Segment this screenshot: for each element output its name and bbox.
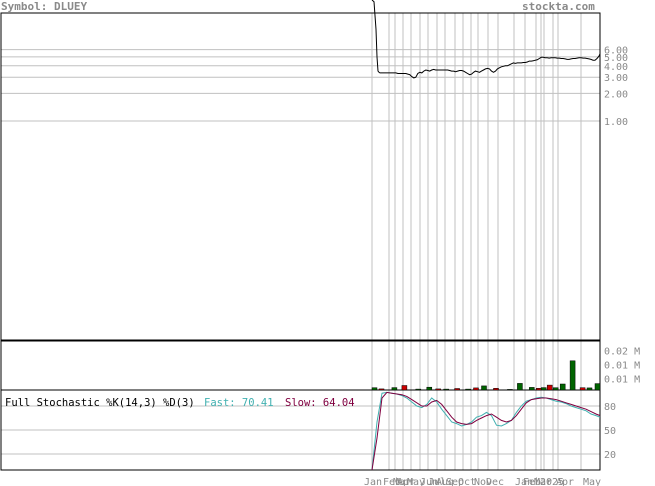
stoch-slow-line [371,391,601,471]
x-axis-label: Jan [364,477,382,486]
volume-bar [454,388,460,391]
x-axis-label: Feb [523,477,541,486]
x-axis-label: Mar [534,477,552,486]
volume-tick-label: 0.02 M [604,346,640,357]
volume-bar [536,388,542,391]
volume-bar [493,388,499,391]
x-axis-label: Mar [393,477,411,486]
price-tick-label: 1.00 [604,117,628,128]
stoch-tick-label: 20 [604,450,616,461]
volume-tick-label: 0.01 M [604,361,640,372]
volume-bar [391,387,398,391]
x-axis-label: Jan [515,477,533,486]
x-axis-label: Nov [474,477,492,486]
stoch-fast-line [371,391,601,471]
volume-bar [540,387,547,391]
stoch-fast-label: Fast: 70.41 [204,397,274,409]
stoch-tick-label: 80 [604,402,616,413]
stoch-title: Full Stochastic %K(14,3) %D(3) [5,397,195,409]
volume-panel-frame [0,340,601,391]
volume-bar [435,388,441,391]
symbol-label: Symbol: DLUEY [1,0,88,13]
stoch-slow-label: Slow: 64.04 [285,397,355,409]
volume-bar [371,387,378,391]
volume-bar [529,387,535,391]
volume-bar [465,388,471,391]
x-axis-label: Dec [486,477,504,486]
stoch-tick-label: 50 [604,426,616,437]
brand-label: stockta.com [522,0,595,13]
x-axis-label: May [407,477,425,486]
volume-bar [415,388,422,391]
x-axis-label: Feb [383,477,401,486]
volume-bar [559,383,566,391]
price-tick-label: 3.00 [604,73,628,84]
price-line [371,0,601,79]
volume-bar [426,386,433,391]
x-axis-label: Sep [446,477,464,486]
volume-bar [552,387,559,391]
x-axis-label: Aug [436,477,454,486]
volume-bar [579,387,586,391]
price-panel-frame [0,12,601,341]
price-tick-label: 2.00 [604,89,628,100]
volume-bar [481,385,487,391]
volume-tick-label: 0.01 M [604,375,640,386]
price-tick-label: 4.00 [604,62,628,73]
volume-bar [546,384,553,391]
volume-bar [586,387,593,391]
volume-bar [473,387,479,391]
x-axis-label: Jul [428,477,446,486]
volume-bar [507,389,513,391]
volume-bar [594,383,601,391]
price-tick-label: 6.00 [604,46,628,57]
volume-bar [517,383,523,391]
x-axis-label: 2025 [540,477,564,486]
volume-bar [569,360,576,391]
price-tick-label: 5.00 [604,53,628,64]
volume-bar [443,388,449,391]
x-axis-label: Apr [556,477,574,486]
x-axis-label: May [583,477,601,486]
x-axis-label: Oct [458,477,476,486]
x-axis-label: Apr [397,477,415,486]
volume-bar [378,388,385,391]
volume-bar [401,385,408,391]
stochastic-panel-frame [0,389,601,471]
x-axis-label: Jun [420,477,438,486]
